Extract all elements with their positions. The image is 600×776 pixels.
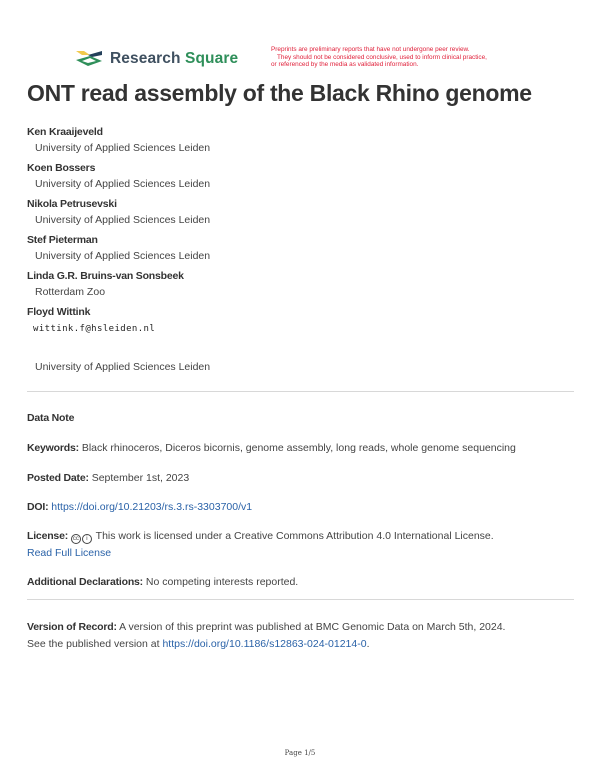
- keywords-value: Black rhinoceros, Diceros bicornis, geno…: [81, 442, 516, 454]
- doi-row: DOI: https://doi.org/10.21203/rs.3.rs-33…: [27, 500, 252, 514]
- license-label: License:: [27, 530, 68, 542]
- declarations-label: Additional Declarations:: [27, 576, 143, 588]
- vor-label: Version of Record:: [27, 621, 117, 633]
- keywords-label: Keywords:: [27, 442, 79, 454]
- published-version-row: See the published version at https://doi…: [27, 637, 369, 651]
- paper-title: ONT read assembly of the Black Rhino gen…: [27, 80, 532, 106]
- author-list: Ken Kraaijeveld University of Applied Sc…: [27, 125, 210, 380]
- period: .: [366, 638, 370, 650]
- author-email[interactable]: wittink.f@hsleiden.nl: [33, 324, 156, 334]
- author-name: Ken Kraaijeveld: [27, 126, 103, 138]
- doi-label: DOI:: [27, 501, 49, 513]
- posted-date-row: Posted Date: September 1st, 2023: [27, 471, 189, 485]
- read-license-row: Read Full License: [27, 546, 111, 560]
- divider: [27, 599, 574, 600]
- research-square-logo[interactable]: Research Square: [74, 48, 238, 70]
- logo-text: Research Square: [110, 50, 239, 67]
- declarations-row: Additional Declarations: No competing in…: [27, 575, 298, 589]
- author-affiliation: University of Applied Sciences Leiden: [35, 142, 211, 154]
- declarations-value: No competing interests reported.: [145, 576, 299, 588]
- posted-date-label: Posted Date:: [27, 472, 89, 484]
- author-affiliation: University of Applied Sciences Leiden: [35, 178, 211, 190]
- vor-text: A version of this preprint was published…: [119, 621, 506, 633]
- doi-link[interactable]: https://doi.org/10.21203/rs.3.rs-3303700…: [51, 501, 253, 513]
- vor-see: See the published version at: [27, 638, 160, 650]
- author-affiliation: University of Applied Sciences Leiden: [35, 361, 211, 373]
- author-name: Floyd Wittink: [27, 306, 91, 318]
- read-full-license-link[interactable]: Read Full License: [27, 547, 112, 559]
- page-number: Page 1/5: [284, 749, 316, 757]
- preprint-disclaimer: Preprints are preliminary reports that h…: [271, 46, 487, 69]
- creative-commons-icon: cc: [70, 534, 81, 544]
- license-text: This work is licensed under a Creative C…: [95, 530, 494, 542]
- attribution-icon: i: [81, 534, 92, 544]
- research-square-logo-icon: [76, 51, 102, 66]
- version-of-record-row: Version of Record: A version of this pre…: [27, 620, 505, 634]
- author-affiliation: University of Applied Sciences Leiden: [35, 250, 211, 262]
- author-name: Nikola Petrusevski: [27, 198, 117, 210]
- author-name: Linda G.R. Bruins-van Sonsbeek: [27, 270, 184, 282]
- author-name: Stef Pieterman: [27, 234, 98, 246]
- article-type: Data Note: [27, 412, 75, 424]
- author-affiliation: Rotterdam Zoo: [35, 286, 106, 298]
- author-name: Koen Bossers: [27, 162, 96, 174]
- keywords-row: Keywords: Black rhinoceros, Diceros bico…: [27, 441, 516, 455]
- divider: [27, 391, 574, 392]
- posted-date-value: September 1st, 2023: [91, 472, 190, 484]
- published-version-link[interactable]: https://doi.org/10.1186/s12863-024-01214…: [162, 638, 367, 650]
- author-affiliation: University of Applied Sciences Leiden: [35, 214, 211, 226]
